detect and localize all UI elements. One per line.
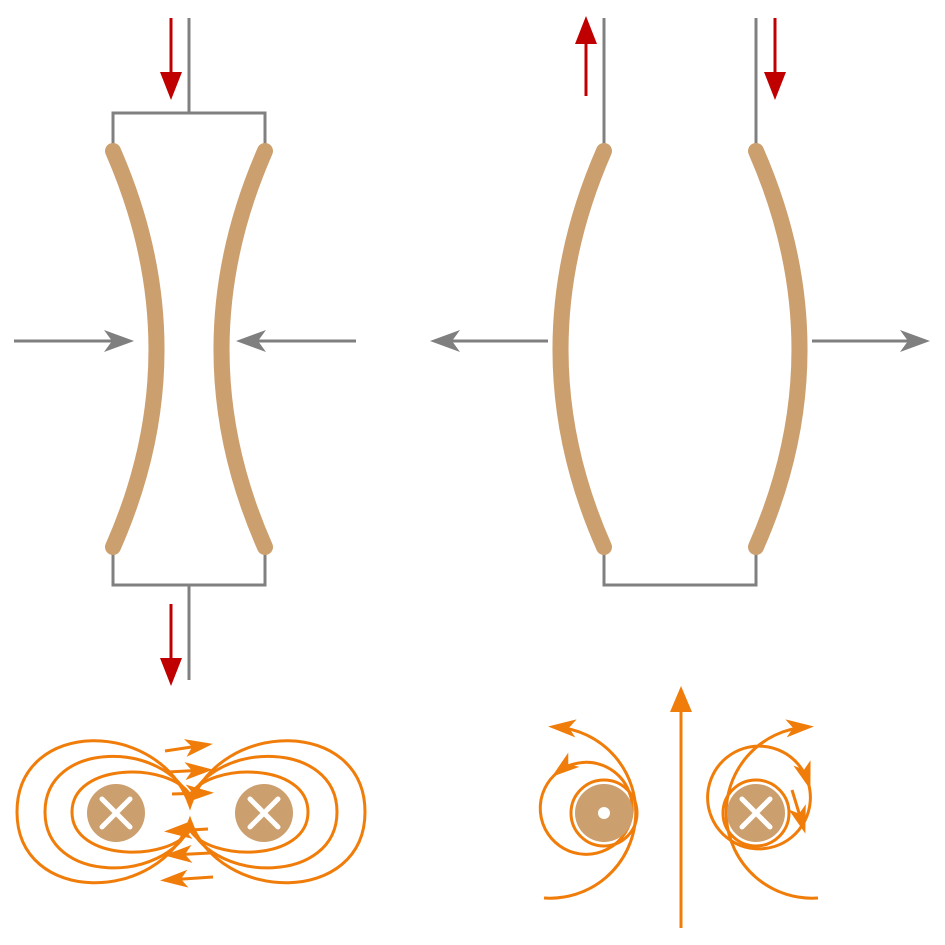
conductors-bent-outward [552, 143, 808, 555]
conductor-right-wire [213, 143, 273, 555]
bottom-junction-wire [111, 548, 267, 587]
conductor-left-wire [552, 143, 612, 555]
field-arrow-right-1 [164, 739, 213, 757]
field-lines-combined [15, 739, 367, 888]
field-line-left-inner [569, 778, 639, 848]
current-arrows-left [160, 18, 182, 686]
current-arrow-down [764, 18, 786, 100]
field-line-left-middle [551, 752, 634, 814]
field-lines-separate [538, 686, 819, 928]
current-arrow-bottom-down [160, 604, 182, 686]
panel-parallel-currents [14, 18, 367, 888]
circuit-wires-right [602, 18, 758, 587]
field-arrow-left-2 [164, 844, 211, 863]
circuit-wires-left [111, 18, 267, 680]
cross-section-right-wire [727, 784, 785, 842]
panel-antiparallel-currents [430, 16, 930, 928]
field-line-right-middle [706, 744, 811, 814]
field-arrow-right-3 [171, 784, 214, 803]
current-arrow-top-down [160, 18, 182, 100]
field-arrow-left-1 [164, 820, 209, 839]
cross-section-left-wire [575, 784, 633, 842]
field-arrow-left-3 [160, 869, 214, 888]
field-arrow-right-inner [788, 789, 806, 834]
top-junction-wire [111, 111, 267, 150]
field-line-outer [15, 739, 367, 885]
conductor-right-wire [748, 143, 808, 555]
cross-section-right-wire [235, 784, 293, 842]
cross-section-left-wire [87, 784, 145, 842]
field-arrow-right-2 [167, 762, 213, 781]
field-line-right-middle-rest [708, 781, 812, 851]
field-line-left-middle-rest [538, 770, 634, 856]
field-line-right-outer [724, 719, 819, 900]
conductors-bent-inward [105, 143, 273, 555]
conductor-left-wire [105, 143, 165, 555]
current-arrows-right [575, 16, 786, 100]
bottom-junction-wire [602, 548, 758, 587]
current-arrow-up [575, 16, 597, 96]
